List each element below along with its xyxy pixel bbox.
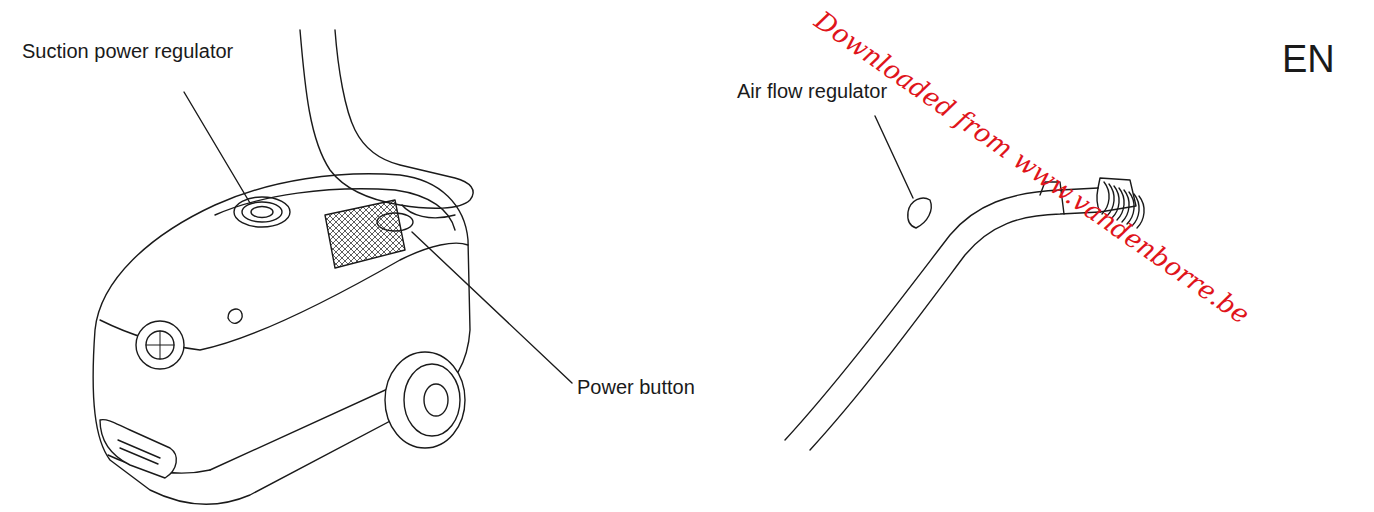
foot [300,30,473,218]
leader-line [875,116,913,198]
leader-line [184,92,250,203]
part-label: Air flow regulator [737,80,887,103]
hose-ring [1137,196,1144,228]
part-label: Power button [577,376,695,399]
part-label: Suction power regulator [22,40,233,63]
vacuum-cleaner [93,174,470,504]
watermark: Downloaded from www.vandenborre.be [809,6,1255,330]
language-code: EN [1282,38,1335,82]
leader-line [412,232,572,383]
